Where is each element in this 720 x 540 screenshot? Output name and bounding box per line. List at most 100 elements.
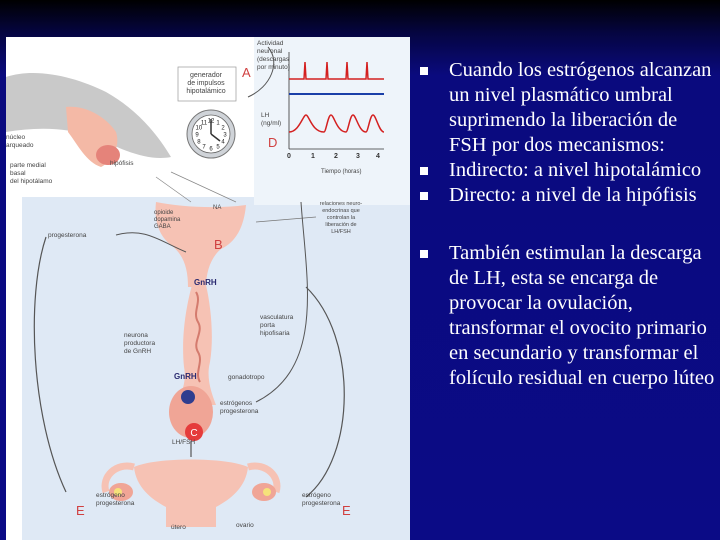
left-feedback-arrow <box>33 236 67 493</box>
generador-label-2: de impulsos <box>187 80 225 87</box>
utero-label: útero <box>171 524 186 531</box>
lh-units-2: (ng/ml) <box>261 120 281 127</box>
opioide-label-2: dopamina <box>154 217 181 223</box>
clock-number: 4 <box>221 140 225 146</box>
square-bullet-icon <box>420 192 428 200</box>
relaciones-pointer <box>255 216 317 223</box>
opioide-label-3: GABA <box>154 224 171 230</box>
lh-pulse-line <box>288 114 385 133</box>
graph-panel <box>254 37 410 205</box>
relaciones-label-3: controlan la <box>327 215 356 221</box>
clock-number: 8 <box>197 140 201 146</box>
neurona-label-2: productora <box>124 340 155 347</box>
relaciones-label-4: liberación de <box>325 222 356 228</box>
vasculatura-label-3: hipofisaria <box>260 330 290 337</box>
bullet-spacer <box>418 208 718 241</box>
estrogenos-prog-label-1: estrógenos <box>220 400 253 407</box>
tick-0: 0 <box>287 153 291 160</box>
lh-fsh-label: LH/FSH <box>172 439 195 446</box>
zoom-line-2 <box>170 171 237 203</box>
c-circle <box>185 423 203 441</box>
opioide-label-1: opioide <box>154 210 174 216</box>
center-feedback-arrow <box>255 201 308 403</box>
gnrh-dot <box>181 390 195 404</box>
uterus-shape <box>134 459 248 527</box>
left-tube <box>101 462 135 494</box>
hypothalamus-enlarged <box>155 202 246 287</box>
progesterona-label: progesterona <box>48 232 87 239</box>
progesterona-arrow <box>115 232 187 253</box>
parte-medial-label-3: del hipotálamo <box>10 178 53 185</box>
clock-number: 6 <box>209 147 213 153</box>
hipofisis-label: hipófisis <box>110 160 134 167</box>
arrow-to-graph <box>247 46 275 98</box>
left-follicle <box>114 488 122 496</box>
nucleo-label-1: núcleo <box>6 134 26 141</box>
nucleo-label-2: arqueado <box>6 142 34 149</box>
tick-2: 2 <box>334 153 338 160</box>
clock-number: 3 <box>223 133 227 139</box>
label-e-right: E <box>342 503 351 518</box>
na-label: NA <box>213 205 221 211</box>
bullet-text: También estimulan la descarga de LH, est… <box>449 242 715 389</box>
bullet-text: Indirecto: a nivel hipotalámico <box>449 159 702 181</box>
gnrh-label: GnRH <box>194 278 217 287</box>
gonadotropo-label: gonadotropo <box>228 374 265 381</box>
square-bullet-icon <box>420 167 428 175</box>
ovario-label: ovario <box>236 522 254 529</box>
generador-label-1: generador <box>190 72 223 79</box>
parte-medial-label-1: parte medial <box>10 162 46 169</box>
label-a: A <box>242 65 251 80</box>
tick-4: 4 <box>376 153 380 160</box>
bullet-text: Cuando los estrógenos alcanzan un nivel … <box>449 59 712 156</box>
lh-units-1: LH <box>261 112 270 119</box>
label-c: C <box>190 428 197 439</box>
label-e-left: E <box>76 503 85 518</box>
right-feedback-arrow <box>305 286 345 498</box>
clock-number: 2 <box>221 126 225 132</box>
relaciones-label-5: LH/FSH <box>331 229 351 235</box>
clock-number: 11 <box>201 120 208 126</box>
tiempo-label: Tiempo (horas) <box>321 169 361 175</box>
estrogeno-left-1: estrógeno <box>96 492 125 499</box>
generador-label-3: hipotalámico <box>186 88 225 95</box>
relaciones-label-1: relaciones neuro- <box>320 201 363 207</box>
bullet-item: Cuando los estrógenos alcanzan un nivel … <box>418 58 718 158</box>
actividad-label-1: Actividad <box>257 40 284 47</box>
gnrh-c-label: GnRH <box>174 372 197 381</box>
label-b: B <box>214 237 223 252</box>
portal-vessels <box>195 291 201 383</box>
bullet-item: También estimulan la descarga de LH, est… <box>418 241 718 391</box>
generador-box <box>177 66 237 102</box>
estrogeno-right-1: estrógeno <box>302 492 331 499</box>
right-follicle <box>263 488 271 496</box>
estrogeno-right-2: progesterona <box>302 500 341 507</box>
clock-number: 1 <box>216 120 220 126</box>
estrogenos-prog-label-2: progesterona <box>220 408 259 415</box>
pituitary-shape <box>96 145 120 165</box>
clock-number: 7 <box>202 145 206 151</box>
activity-pulse-line <box>289 61 384 80</box>
hormone-regulation-figure: generador de impulsos hipotalámico A 121… <box>6 37 410 540</box>
neurona-label-1: neurona <box>124 332 148 339</box>
clock-number: 5 <box>216 145 220 151</box>
bullet-item: Directo: a nivel de la hipófisis <box>418 183 718 208</box>
clock-hand-short <box>210 133 221 142</box>
relaciones-label-2: endocrinas que <box>322 208 360 214</box>
vasculatura-label-1: vasculatura <box>260 314 294 321</box>
clock-number: 10 <box>196 126 203 132</box>
bullet-item: Indirecto: a nivel hipotalámico <box>418 158 718 183</box>
tick-3: 3 <box>356 153 360 160</box>
label-d: D <box>268 135 277 150</box>
zoom-line-1 <box>155 176 192 203</box>
bullet-list: Cuando los estrógenos alcanzan un nivel … <box>418 58 718 391</box>
actividad-label-2: neuronal <box>257 48 283 55</box>
clock-number: 9 <box>195 133 199 139</box>
neurona-label-3: de GnRH <box>124 348 151 355</box>
square-bullet-icon <box>420 250 428 258</box>
tick-1: 1 <box>311 153 315 160</box>
bullet-text: Directo: a nivel de la hipófisis <box>449 184 697 206</box>
pituitary-gland <box>169 386 213 438</box>
vasculatura-label-2: porta <box>260 322 275 329</box>
square-bullet-icon <box>420 67 428 75</box>
